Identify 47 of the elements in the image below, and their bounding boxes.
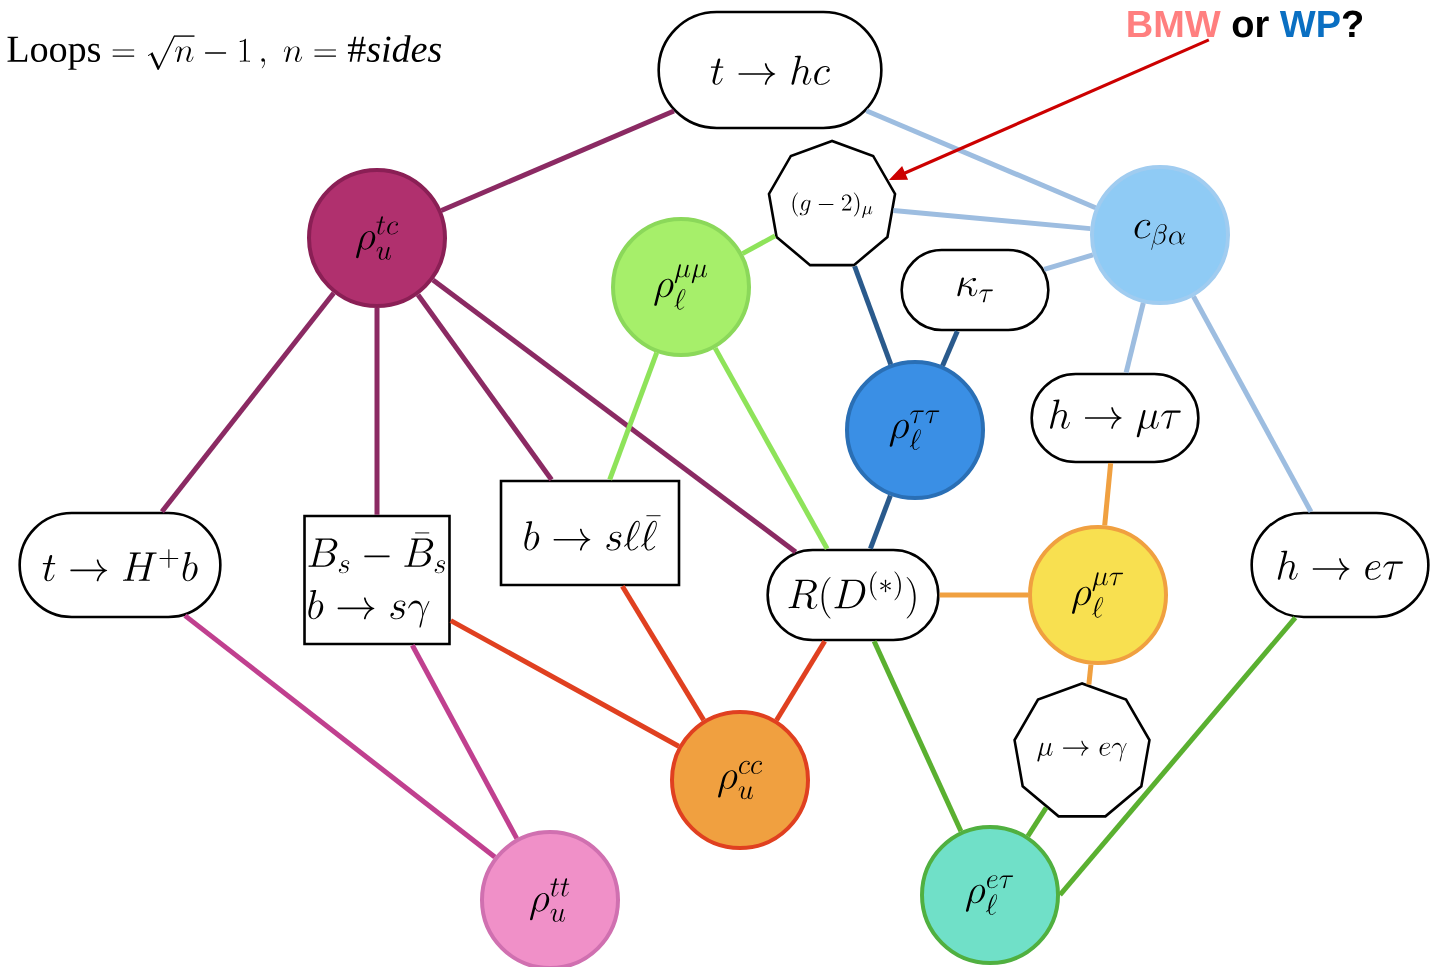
connector-line [374, 308, 380, 515]
circle-node: $\rho_u^{tt}$ [480, 830, 620, 967]
rounded-box: $h \to e\tau$ [1250, 511, 1430, 619]
connector-line [1025, 806, 1049, 838]
process-box: $B_s - \bar{B}_s$ $b \to s\gamma$ [303, 514, 451, 646]
connector-line [893, 208, 1091, 232]
connector-line [183, 613, 497, 859]
rounded-box: $h \to \mu\tau$ [1030, 372, 1200, 464]
connector-line [774, 640, 827, 722]
connector-line [440, 108, 675, 213]
connector-line [868, 494, 893, 550]
connector-line [410, 644, 519, 840]
connector-line [1123, 302, 1146, 374]
connector-line [620, 585, 706, 722]
rounded-box: $\kappa_\tau$ [900, 248, 1050, 332]
rounded-box: $t \to hc$ [657, 10, 883, 130]
connector-line [159, 291, 336, 514]
connector-line [741, 233, 777, 256]
circle-node: $\rho_\ell^{\mu\mu}$ [611, 217, 751, 357]
connector-line [871, 640, 964, 833]
circle-node: $c_{\beta\alpha}$ [1090, 165, 1230, 305]
circle-node: $\rho_\ell^{\mu\tau}$ [1028, 525, 1168, 665]
connector-line [1043, 252, 1094, 272]
connector-line [865, 108, 1097, 211]
connector-line [939, 592, 1028, 598]
connector-line [1058, 616, 1298, 897]
connector-line [1191, 295, 1314, 513]
circle-node: $\rho_\ell^{\tau\tau}$ [845, 360, 985, 500]
annotation-text: BMW or WP? [1128, 10, 1363, 38]
connector-line [607, 351, 660, 481]
process-box: $b \to s\ell\bar{\ell}$ [499, 479, 681, 587]
circle-node: $\rho_u^{tc}$ [307, 168, 447, 308]
circle-node: $\rho_\ell^{e\tau}$ [920, 825, 1060, 965]
circle-node: $\rho_u^{cc}$ [670, 710, 810, 850]
connector-line [712, 346, 830, 550]
rounded-box: $t \to H^+ b$ [18, 511, 222, 619]
connector-line [1102, 463, 1114, 526]
formula-label: $\mathrm{Loops} = \sqrt{n} - 1\,,\ n = \#\mathit{sides}$ [7, 35, 442, 70]
connector-line [415, 293, 554, 482]
connector-line [431, 278, 798, 554]
nonagon-node: $(g-2)_\mu$ [767, 139, 897, 267]
connector-line [449, 618, 680, 749]
connector-line [852, 265, 894, 366]
connector-line [940, 330, 960, 367]
rounded-box: $R(D^{(*)})$ [766, 548, 940, 642]
connector-line [1086, 664, 1094, 685]
nonagon-node: $\mu \to e\gamma$ [1013, 682, 1151, 818]
